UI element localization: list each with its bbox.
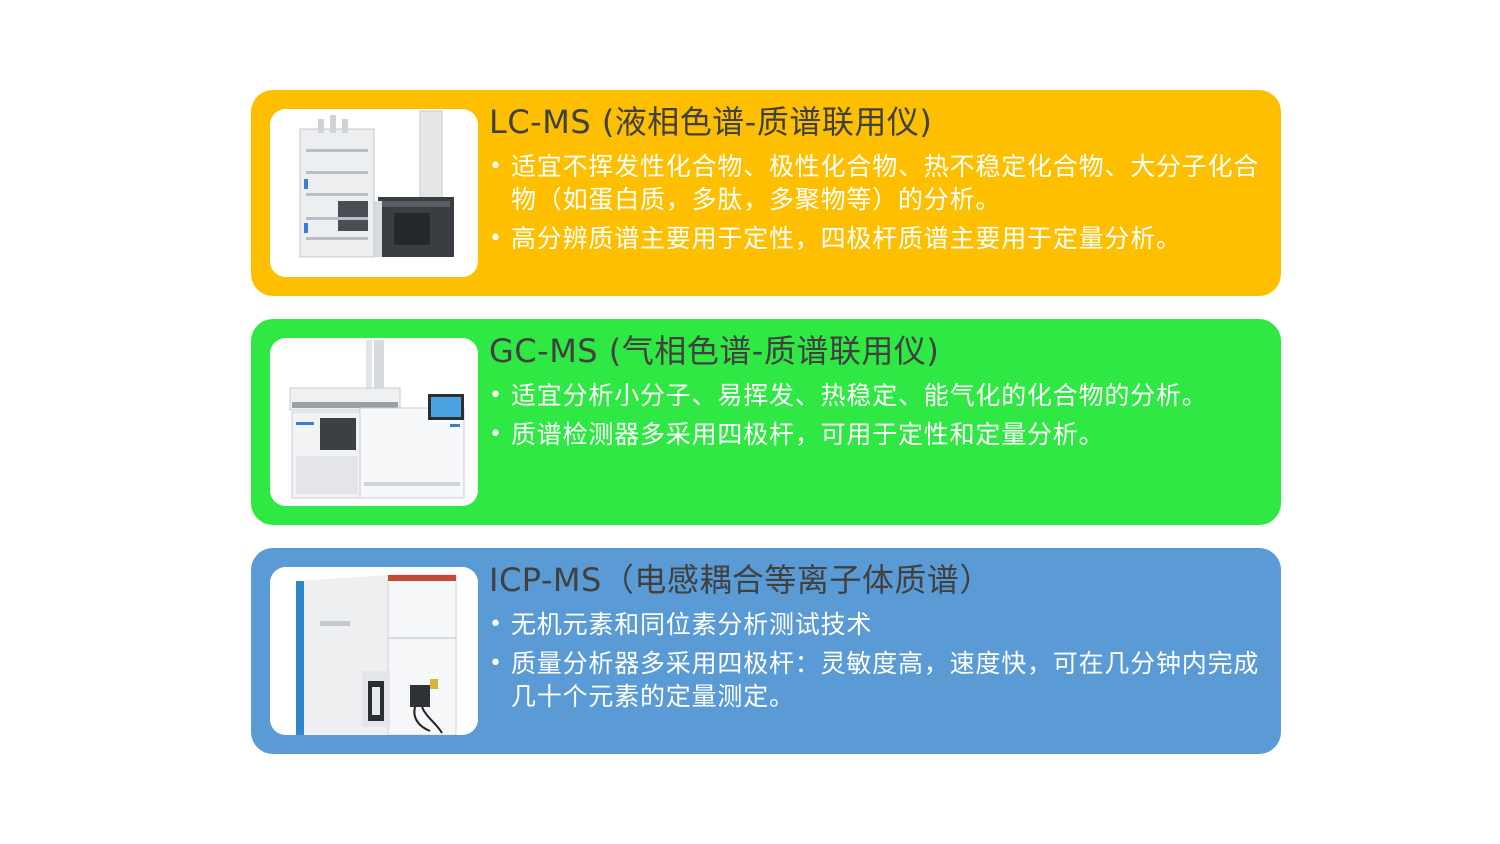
bullet-text: 无机元素和同位素分析测试技术 — [511, 610, 873, 639]
icp-ms-instrument-icon — [270, 567, 478, 735]
gc-ms-card: GC-MS (气相色谱-质谱联用仪) • 适宜分析小分子、易挥发、热稳定、能气化的… — [251, 319, 1281, 525]
bullet-icon: • — [489, 422, 503, 447]
card-title: GC-MS (气相色谱-质谱联用仪) — [489, 332, 940, 370]
bullet-item: • 质量分析器多采用四极杆：灵敏度高，速度快，可在几分钟内完成几十个元素的定量测定… — [489, 647, 1267, 713]
icp-ms-photo — [270, 567, 478, 735]
gc-ms-content: GC-MS (气相色谱-质谱联用仪) • 适宜分析小分子、易挥发、热稳定、能气化的… — [489, 329, 1267, 457]
icp-ms-card: ICP-MS（电感耦合等离子体质谱） • 无机元素和同位素分析测试技术 • 质量分析… — [251, 548, 1281, 754]
card-title: LC-MS (液相色谱-质谱联用仪) — [489, 103, 933, 141]
gc-ms-instrument-icon — [270, 338, 478, 506]
bullet-list: • 适宜分析小分子、易挥发、热稳定、能气化的化合物的分析。 • 质谱检测器多采用四极… — [489, 379, 1267, 451]
lc-ms-instrument-icon — [270, 109, 478, 277]
bullet-item: • 适宜不挥发性化合物、极性化合物、热不稳定化合物、大分子化合物（如蛋白质，多肽，… — [489, 150, 1267, 216]
lc-ms-content: LC-MS (液相色谱-质谱联用仪) • 适宜不挥发性化合物、极性化合物、热不稳定… — [489, 100, 1267, 261]
bullet-item: • 高分辨质谱主要用于定性，四极杆质谱主要用于定量分析。 — [489, 222, 1267, 255]
bullet-text: 高分辨质谱主要用于定性，四极杆质谱主要用于定量分析。 — [511, 224, 1182, 253]
gc-ms-photo — [270, 338, 478, 506]
card-title: ICP-MS（电感耦合等离子体质谱） — [489, 561, 992, 599]
bullet-text: 适宜不挥发性化合物、极性化合物、热不稳定化合物、大分子化合物（如蛋白质，多肽，多… — [511, 152, 1260, 214]
bullet-icon: • — [489, 226, 503, 251]
bullet-icon: • — [489, 383, 503, 408]
bullet-icon: • — [489, 612, 503, 637]
bullet-text: 质谱检测器多采用四极杆，可用于定性和定量分析。 — [511, 420, 1105, 449]
bullet-item: • 质谱检测器多采用四极杆，可用于定性和定量分析。 — [489, 418, 1267, 451]
bullet-icon: • — [489, 651, 503, 676]
bullet-item: • 无机元素和同位素分析测试技术 — [489, 608, 1267, 641]
bullet-icon: • — [489, 154, 503, 179]
bullet-text: 质量分析器多采用四极杆：灵敏度高，速度快，可在几分钟内完成几十个元素的定量测定。 — [511, 649, 1260, 711]
bullet-text: 适宜分析小分子、易挥发、热稳定、能气化的化合物的分析。 — [511, 381, 1208, 410]
lc-ms-card: LC-MS (液相色谱-质谱联用仪) • 适宜不挥发性化合物、极性化合物、热不稳定… — [251, 90, 1281, 296]
bullet-item: • 适宜分析小分子、易挥发、热稳定、能气化的化合物的分析。 — [489, 379, 1267, 412]
bullet-list: • 适宜不挥发性化合物、极性化合物、热不稳定化合物、大分子化合物（如蛋白质，多肽，… — [489, 150, 1267, 255]
bullet-list: • 无机元素和同位素分析测试技术 • 质量分析器多采用四极杆：灵敏度高，速度快，可在… — [489, 608, 1267, 713]
lc-ms-photo — [270, 109, 478, 277]
icp-ms-content: ICP-MS（电感耦合等离子体质谱） • 无机元素和同位素分析测试技术 • 质量分析… — [489, 558, 1267, 719]
